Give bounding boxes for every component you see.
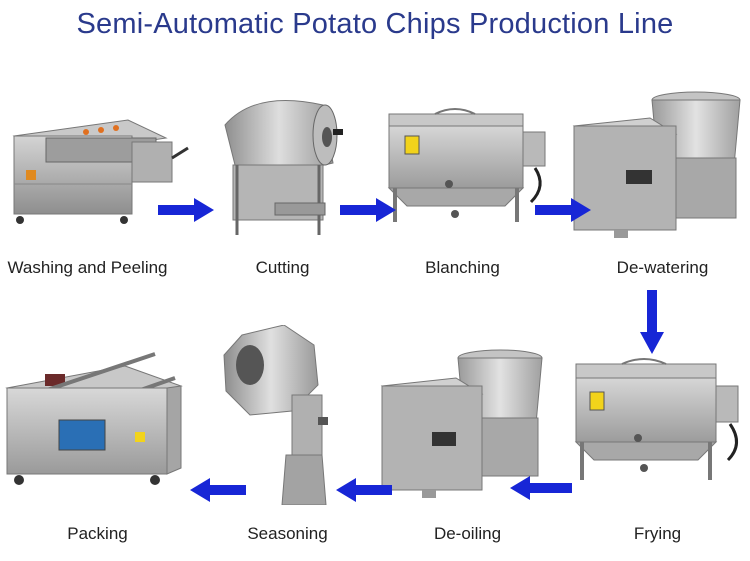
step-label-washing: Washing and Peeling [7,258,168,277]
step-label-seasoning: Seasoning [247,524,328,543]
page-title: Semi-Automatic Potato Chips Production L… [76,8,674,40]
arrow-down-icon [640,290,664,354]
step-label-frying: Frying [633,524,682,543]
washing-peeling-machine [12,119,189,224]
arrow-left-icon [190,478,246,502]
arrow-right-icon [340,198,396,222]
de-oiling-machine [380,349,543,498]
step-label-packing: Packing [67,524,128,543]
arrow-right-icon [535,198,591,222]
packing-machine [5,352,183,485]
step-label-de-watering: De-watering [616,258,709,277]
step-label-de-oiling: De-oiling [433,524,502,543]
seasoning-machine [223,325,328,505]
step-label-blanching: Blanching [425,258,500,277]
step-label-cutting: Cutting [255,258,310,277]
blanching-machine [387,108,546,222]
frying-machine [574,358,739,480]
cutting-machine [224,100,343,235]
arrow-left-icon [510,476,572,500]
arrow-left-icon [336,478,392,502]
de-watering-machine [572,91,741,238]
arrow-right-icon [158,198,214,222]
